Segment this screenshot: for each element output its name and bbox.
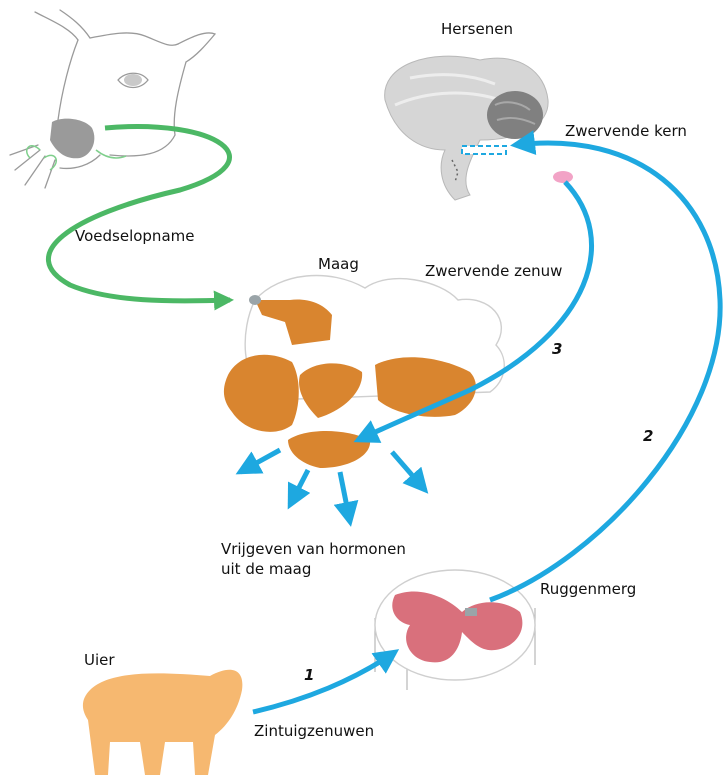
hormone-release-label-line2: uit de maag	[221, 560, 311, 578]
esophagus-entry	[249, 295, 261, 305]
hormone-release-label-line1: Vrijgeven van hormonen	[221, 540, 406, 558]
ascending-pathway-arrow	[490, 143, 720, 600]
vagal-nucleus-label: Zwervende kern	[565, 122, 687, 140]
spinal-cord-label: Ruggenmerg	[540, 580, 636, 598]
food-intake-label: Voedselopname	[75, 227, 194, 245]
cerebellum	[487, 91, 543, 139]
brain-illustration	[385, 56, 548, 200]
step-number-1: 1	[304, 666, 314, 684]
sensory-nerve-arrow	[253, 652, 395, 712]
step-number-3: 3	[552, 340, 562, 358]
cow-nose	[50, 119, 94, 159]
udder-illustration	[83, 670, 242, 775]
cow-head-illustration	[10, 10, 215, 188]
stomach-label: Maag	[318, 255, 359, 273]
nucleus-pink-dot	[553, 171, 573, 183]
vagal-nucleus-marker	[462, 146, 506, 154]
sensory-nerves-label: Zintuigzenuwen	[254, 722, 374, 740]
cow-eye	[124, 74, 142, 86]
vagus-nerve-label: Zwervende zenuw	[425, 262, 562, 280]
brain-label: Hersenen	[441, 20, 513, 38]
spinal-cord-illustration	[375, 570, 535, 690]
udder-label: Uier	[84, 651, 115, 669]
step-number-2: 2	[643, 427, 653, 445]
